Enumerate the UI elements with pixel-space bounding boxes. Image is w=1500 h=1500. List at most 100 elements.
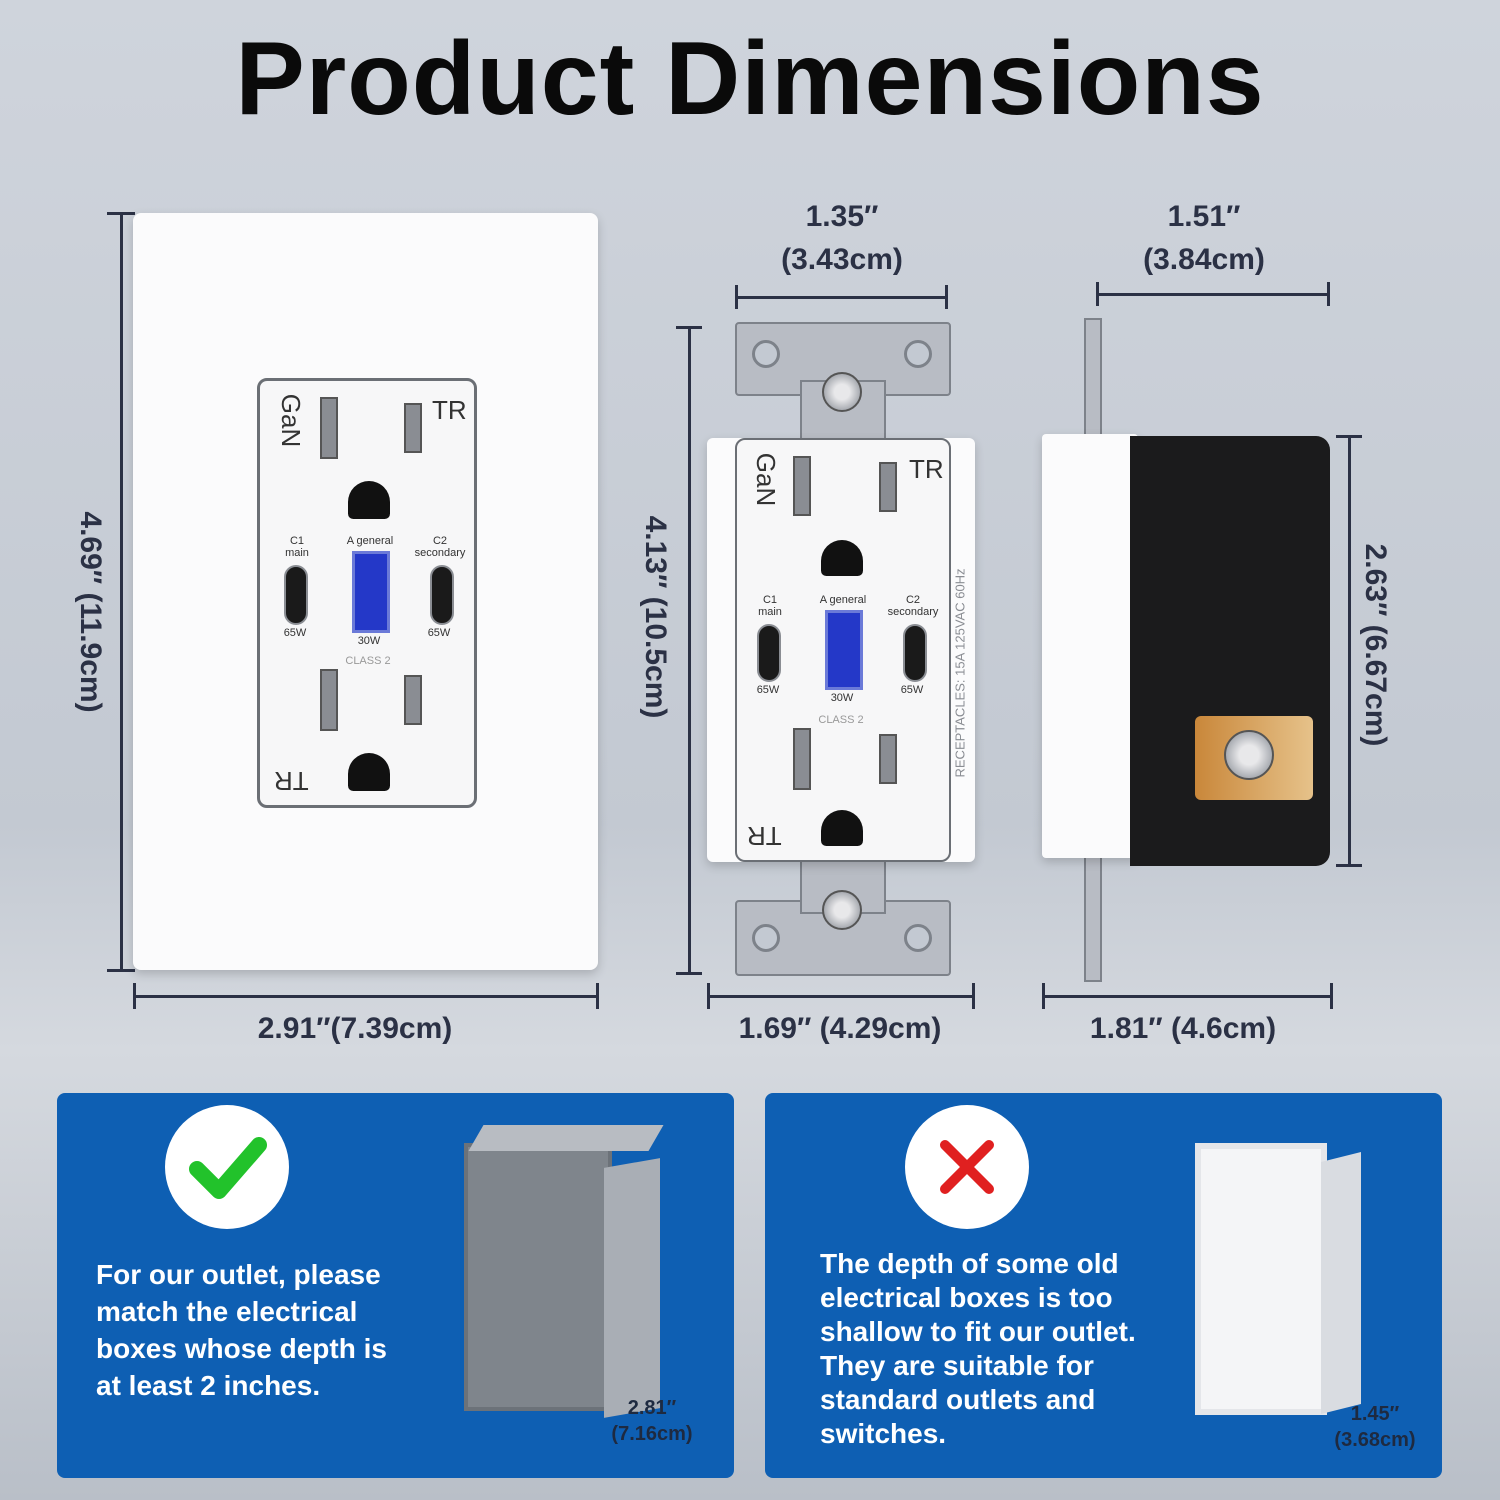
ground-hole	[821, 810, 863, 846]
plate-width-label: 2.91″(7.39cm)	[257, 1012, 453, 1045]
ground-hole	[348, 481, 390, 519]
outlet-top-width-line	[735, 296, 947, 299]
good-box-depth: 2.81″ (7.16cm)	[597, 1395, 707, 1447]
outlet-slot	[793, 728, 811, 790]
mounting-hole	[752, 340, 780, 368]
outlet-top-width-cm: (3.43cm)	[781, 243, 903, 276]
side-height-label: 2.63″ (6.67cm)	[1359, 543, 1392, 747]
page-title: Product Dimensions	[235, 21, 1265, 137]
mounting-hole	[904, 340, 932, 368]
box-front	[1195, 1143, 1327, 1415]
outlet-top-width-tick	[735, 285, 738, 309]
outlet-top-width: 1.35″	[805, 200, 879, 233]
outlet-slot	[879, 734, 897, 784]
c2-power: 65W	[900, 684, 924, 696]
outlet-slot	[404, 675, 422, 725]
outlet-bottom-width-line	[707, 995, 975, 998]
shallow-electrical-box	[1195, 1143, 1365, 1423]
cross-circle	[905, 1105, 1029, 1229]
usb-c2-port	[430, 565, 454, 625]
c1-power: 65W	[283, 627, 307, 639]
side-top-width-tick	[1096, 282, 1099, 306]
side-bottom-width-label: 1.81″ (4.6cm)	[1089, 1012, 1277, 1045]
side-height-line	[1348, 436, 1351, 866]
deep-electrical-box	[464, 1123, 664, 1433]
plate-width-tick	[133, 983, 136, 1009]
mounting-hole	[752, 924, 780, 952]
side-top-width-line	[1096, 293, 1330, 296]
class-label: CLASS 2	[345, 655, 391, 667]
outlet-height-tick	[676, 326, 702, 329]
terminal-screw	[1224, 730, 1274, 780]
plate-height-tick	[107, 969, 135, 972]
outlet-bottom-width-label: 1.69″ (4.29cm)	[738, 1012, 942, 1045]
outlet-bottom-width-tick	[972, 983, 975, 1009]
mounting-hole	[904, 924, 932, 952]
side-top-width: 1.51″	[1167, 200, 1241, 233]
usb-a-port	[352, 551, 390, 633]
good-box-depth-in: 2.81″	[627, 1397, 677, 1419]
bad-box-panel: The depth of some old electrical boxes i…	[765, 1093, 1442, 1478]
usb-a-power: 30W	[830, 692, 854, 704]
bad-box-depth: 1.45″ (3.68cm)	[1320, 1401, 1430, 1453]
plate-width-tick	[596, 983, 599, 1009]
side-black-housing	[1130, 436, 1330, 866]
outlet-height-label: 4.13″ (10.5cm)	[639, 515, 672, 719]
good-box-panel: For our outlet, please match the electri…	[57, 1093, 734, 1478]
plate-height-tick	[107, 212, 135, 215]
side-bottom-width-line	[1042, 995, 1332, 998]
outlet-bottom-width-tick	[707, 983, 710, 1009]
c1-power: 65W	[756, 684, 780, 696]
good-box-depth-cm: (7.16cm)	[611, 1423, 693, 1445]
side-top-width-cm: (3.84cm)	[1143, 243, 1265, 276]
tr-label: TR	[432, 395, 467, 425]
bad-panel-text: The depth of some old electrical boxes i…	[820, 1248, 1136, 1449]
plate-height-label: 4.69″ (11.9cm)	[74, 511, 107, 713]
class-label: CLASS 2	[818, 714, 864, 726]
box-top	[468, 1125, 664, 1151]
outlet-slot	[793, 456, 811, 516]
box-front	[464, 1143, 612, 1411]
mounting-screw	[822, 372, 862, 412]
usb-c1-port	[757, 624, 781, 682]
outlet-slot	[404, 403, 422, 453]
box-side	[1321, 1152, 1361, 1414]
bad-box-depth-in: 1.45″	[1350, 1403, 1400, 1425]
check-circle	[165, 1105, 289, 1229]
tr-label: TR	[274, 766, 309, 796]
outlet-height-line	[688, 327, 691, 974]
c2-power: 65W	[427, 627, 451, 639]
box-side	[604, 1158, 660, 1418]
outlet-slot	[320, 397, 338, 459]
side-face-cover	[1042, 434, 1138, 858]
bad-box-depth-cm: (3.68cm)	[1334, 1429, 1416, 1451]
side-bottom-width-tick	[1042, 983, 1045, 1009]
good-panel-text: For our outlet, please match the electri…	[96, 1259, 387, 1401]
ground-hole	[348, 753, 390, 791]
side-bottom-width-tick	[1330, 983, 1333, 1009]
tr-label: TR	[909, 454, 944, 484]
outlet-top-width-tick	[945, 285, 948, 309]
usb-c1-port	[284, 565, 308, 625]
mounting-screw	[822, 890, 862, 930]
plate-height-line	[120, 213, 123, 971]
cross-icon	[940, 1140, 994, 1194]
plate-width-line	[133, 995, 598, 998]
outlet-height-tick	[676, 972, 702, 975]
ground-hole	[821, 540, 863, 576]
usb-a-port	[825, 610, 863, 690]
tr-label: TR	[747, 821, 782, 851]
gan-label: GaN	[751, 452, 782, 507]
check-icon	[189, 1137, 267, 1199]
rating-label: RECEPTACLES: 15A 125VAC 60Hz	[952, 568, 968, 778]
outlet-slot	[879, 462, 897, 512]
usb-a-power: 30W	[357, 635, 381, 647]
side-height-tick	[1336, 864, 1362, 867]
usb-a-label: A general	[819, 594, 867, 606]
usb-c2-port	[903, 624, 927, 682]
